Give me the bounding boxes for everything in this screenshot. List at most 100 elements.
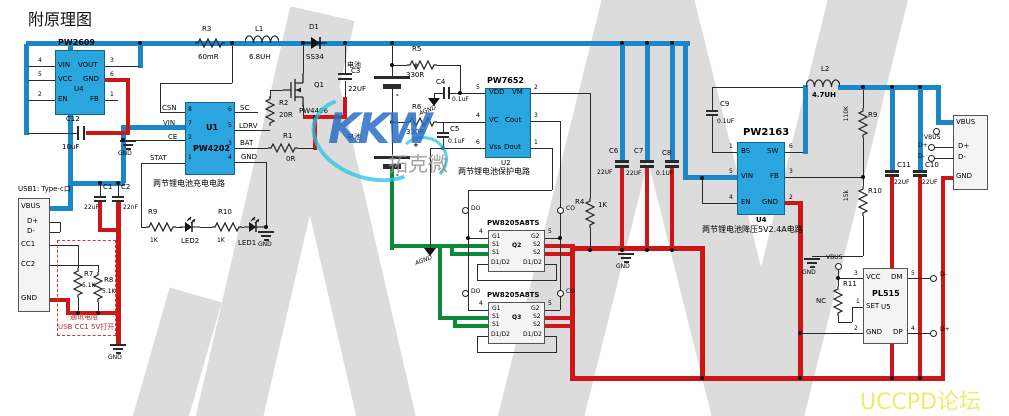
wire bbox=[450, 252, 488, 256]
ic-name-q3: PW8205A8TS bbox=[487, 291, 540, 299]
pin-label: BAT bbox=[240, 139, 254, 147]
wire bbox=[141, 163, 185, 164]
part-ref: R1 bbox=[283, 132, 293, 140]
wire bbox=[105, 100, 118, 101]
capacitor-plate bbox=[94, 196, 106, 198]
wire bbox=[66, 311, 120, 315]
pin-label: VCC bbox=[866, 273, 881, 281]
wire bbox=[50, 298, 70, 302]
part-value: 0.1uF bbox=[452, 96, 469, 103]
capacitor-plate bbox=[437, 136, 449, 138]
wire bbox=[803, 85, 808, 154]
ic-name-pw2609: PW2609 bbox=[58, 38, 95, 47]
wire bbox=[26, 41, 690, 46]
pin-label: STAT bbox=[150, 154, 167, 162]
pin-number: 5 bbox=[548, 228, 552, 235]
wire bbox=[620, 44, 625, 160]
net-label: GND bbox=[802, 269, 816, 276]
wire bbox=[620, 168, 624, 248]
pin-label: Vss bbox=[489, 143, 502, 151]
wire bbox=[838, 270, 839, 278]
pin-label: G2 bbox=[531, 305, 540, 312]
part-ref: R5 bbox=[412, 45, 422, 53]
ic-name-pw7652: PW7652 bbox=[487, 76, 524, 85]
pin-number: 4 bbox=[911, 325, 915, 332]
usb-note-2: USB CC1 5V打开 bbox=[58, 323, 115, 331]
part-ref: LED2 bbox=[181, 237, 200, 245]
net-label: GND bbox=[258, 241, 272, 248]
capacitor-plate bbox=[443, 87, 445, 99]
part-ref: C3 bbox=[351, 67, 361, 75]
wire bbox=[438, 316, 488, 320]
wire bbox=[941, 176, 953, 180]
part-value: 20R bbox=[279, 111, 293, 119]
wire bbox=[670, 168, 674, 248]
wire bbox=[28, 80, 55, 81]
junction-dot bbox=[918, 376, 922, 380]
resistor-symbol-r10a bbox=[212, 221, 242, 233]
wire bbox=[450, 93, 460, 94]
wire bbox=[545, 252, 572, 256]
ic-name-pw4202: PW4202 bbox=[193, 144, 230, 153]
part-ref: R7 bbox=[84, 270, 94, 278]
pin-label: DM bbox=[891, 273, 903, 281]
ic-ref: U1 bbox=[206, 123, 219, 132]
part-value: 5.1K bbox=[102, 288, 116, 295]
wire bbox=[570, 246, 704, 251]
pin-label: D1/D2 bbox=[491, 331, 510, 338]
junction-dot bbox=[390, 120, 394, 124]
junction-dot bbox=[230, 41, 234, 45]
net-node bbox=[930, 275, 937, 282]
junction-dot bbox=[466, 236, 470, 240]
junction-dot bbox=[343, 41, 347, 45]
pin-label: S1 bbox=[492, 249, 500, 256]
wire bbox=[477, 352, 557, 353]
junction-dot bbox=[670, 248, 674, 252]
wire bbox=[116, 202, 121, 344]
wire bbox=[852, 307, 853, 322]
pin-label: D+ bbox=[958, 142, 970, 150]
junction-dot bbox=[890, 376, 894, 380]
ic-ref: Q2 bbox=[512, 242, 522, 249]
part-value: 110K bbox=[843, 106, 850, 122]
wire bbox=[123, 140, 185, 141]
part-value: 22UF bbox=[348, 85, 367, 93]
wire bbox=[98, 265, 99, 272]
junction-dot bbox=[700, 376, 704, 380]
wire bbox=[100, 183, 101, 196]
pin-label: D1/D2 bbox=[491, 259, 510, 266]
wire bbox=[477, 336, 478, 352]
part-ref: C7 bbox=[634, 147, 644, 155]
agnd-symbol bbox=[424, 248, 436, 256]
capacitor-plate bbox=[448, 87, 450, 99]
wire bbox=[98, 228, 120, 232]
ic-ref: U4 bbox=[74, 85, 84, 93]
wire bbox=[453, 316, 457, 328]
wire bbox=[468, 190, 469, 310]
resistor-symbol-r11 bbox=[832, 286, 844, 316]
pin-label: VC bbox=[489, 116, 499, 124]
wire bbox=[160, 83, 161, 112]
capacitor-plate bbox=[665, 160, 679, 163]
junction-dot bbox=[96, 311, 100, 315]
junction-dot bbox=[620, 41, 624, 45]
wire bbox=[863, 216, 864, 256]
wire bbox=[303, 46, 304, 73]
gnd-symbol bbox=[624, 261, 629, 263]
part-ref: C4 bbox=[436, 78, 446, 86]
pin-label: EN bbox=[58, 95, 68, 103]
pin-number: 6 bbox=[228, 106, 232, 113]
capacitor-plate bbox=[112, 196, 124, 198]
part-ref: L2 bbox=[821, 65, 830, 73]
forum-watermark: UCCPD论坛 bbox=[860, 390, 982, 415]
ic-ref: U4 bbox=[756, 216, 767, 224]
wire bbox=[545, 310, 560, 311]
wire bbox=[68, 44, 73, 210]
pin-label: CC2 bbox=[21, 260, 36, 268]
wire bbox=[468, 238, 488, 239]
net-node bbox=[928, 155, 935, 162]
wire bbox=[141, 163, 142, 227]
net-label: D- bbox=[940, 271, 947, 278]
part-value: 0.1UF bbox=[717, 118, 735, 125]
part-ref: L1 bbox=[255, 25, 264, 33]
